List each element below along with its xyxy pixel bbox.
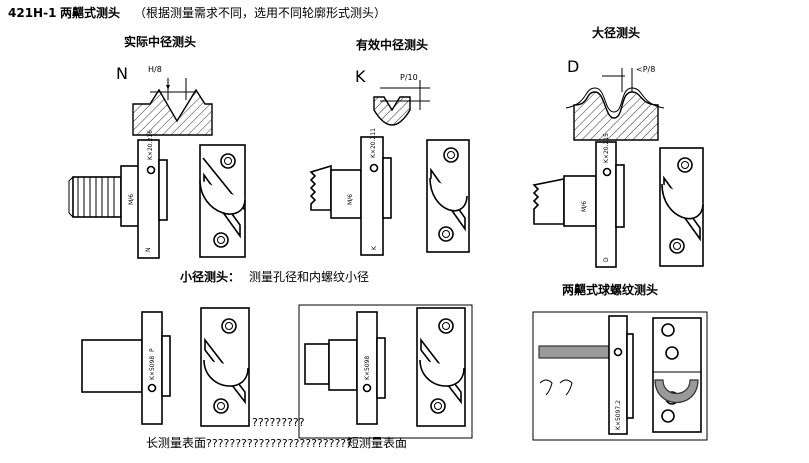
d-dim: <P/8 — [636, 65, 655, 74]
plate-ball — [652, 317, 702, 433]
ball-frame — [532, 311, 708, 441]
k-dim: P/10 — [400, 73, 418, 82]
title-note: （根据测量需求不同，选用不同轮廓形式测头） — [134, 6, 387, 20]
actual-pitch-title: 实际中径测头 — [124, 35, 197, 49]
probe-ball: K×5097.2 — [538, 315, 634, 435]
d-thread: M/6 — [581, 201, 588, 212]
d-letter: D — [567, 57, 579, 76]
probe-d: K×20.215 M/6 D — [532, 133, 625, 268]
k-code: K×20.211 — [370, 128, 377, 158]
n-thread: M/6 — [128, 194, 135, 205]
plate-d — [659, 147, 704, 267]
minor-desc: 测量孔径和内螺纹小径 — [249, 270, 370, 284]
plate-minor-long — [200, 307, 250, 427]
n-letter: N — [116, 64, 128, 83]
plate-minor-short — [416, 307, 466, 427]
n-mark: N — [145, 248, 152, 253]
long-surface-caption: 长测量表面 — [146, 436, 207, 450]
ball-title: 两齆式球螺纹测头 — [562, 283, 659, 297]
n-code: K×20.216 — [147, 130, 154, 160]
probe-n: K×20.216 M/6 N — [68, 130, 168, 259]
title-model: 421H-1 — [8, 6, 57, 20]
k-thread: M/6 — [347, 194, 354, 205]
short-surface-frame — [298, 304, 473, 439]
d-profile: D <P/8 — [565, 57, 665, 141]
minor-mark: P — [149, 348, 156, 352]
k-mark: K — [371, 245, 378, 250]
probe-k: K×20.211 M/6 K — [309, 128, 392, 256]
n-dim: H/8 — [148, 65, 162, 74]
d-mark: D — [603, 257, 610, 262]
d-code: K×20.215 — [603, 133, 610, 163]
qmarks-caption: ????????? — [252, 416, 305, 429]
minor-code: K×5098 — [149, 356, 156, 380]
title-name: 两齆式测头 — [60, 6, 121, 20]
n-profile: N H/8 — [116, 64, 213, 136]
ball-code: K×5097.2 — [615, 400, 622, 430]
minor-code-2: K×5098 — [364, 356, 371, 380]
plate-n — [199, 144, 246, 258]
effective-pitch-title: 有效中径测头 — [356, 38, 429, 52]
major-title: 大径测头 — [592, 26, 641, 40]
k-profile: K P/10 — [355, 67, 430, 126]
k-letter: K — [355, 67, 366, 86]
minor-title: 小径测头： — [180, 270, 241, 284]
mid-qmarks-caption: ????????????????????????? — [206, 437, 352, 450]
plate-k — [426, 139, 470, 253]
probe-minor-short: K×5098 — [304, 311, 386, 425]
short-surface-caption: 短测量表面 — [347, 436, 408, 450]
probe-minor-long: K×5098 P — [81, 311, 171, 425]
